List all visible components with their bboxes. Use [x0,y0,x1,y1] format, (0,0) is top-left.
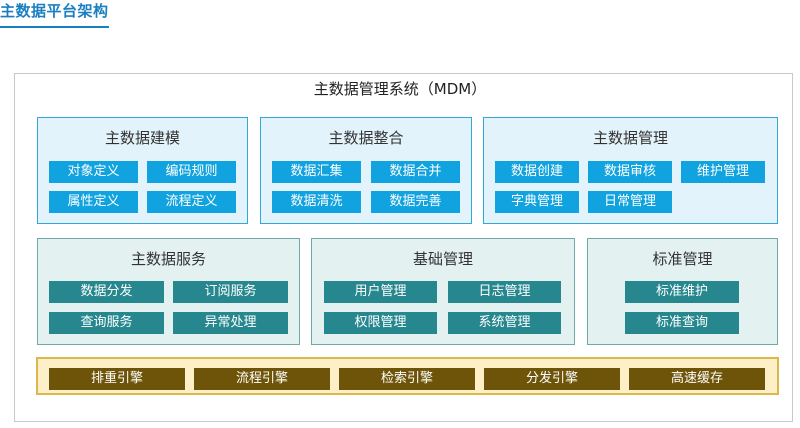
standard-query-box: 标准查询 [625,312,739,334]
data-completion-box: 数据完善 [371,191,460,213]
distribution-engine-box: 分发引擎 [484,368,620,390]
data-merge-box: 数据合并 [371,161,460,183]
group-title: 标准管理 [652,250,713,268]
page-title: 主数据平台架构 [0,0,109,28]
attribute-definition-box: 属性定义 [49,191,138,213]
query-service-box: 查询服务 [49,312,164,334]
log-management-box: 日志管理 [448,281,561,303]
standard-maintenance-box: 标准维护 [625,281,739,303]
data-review-box: 数据审核 [588,161,672,183]
data-cleansing-box: 数据清洗 [272,191,361,213]
data-creation-box: 数据创建 [495,161,579,183]
subscription-service-box: 订阅服务 [173,281,288,303]
user-management-box: 用户管理 [324,281,437,303]
process-definition-box: 流程定义 [147,191,236,213]
maintenance-management-box: 维护管理 [681,161,765,183]
group-title: 主数据管理 [592,129,668,147]
system-management-box: 系统管理 [448,312,561,334]
object-definition-box: 对象定义 [49,161,138,183]
exception-handling-box: 异常处理 [173,312,288,334]
group-title: 主数据建模 [104,129,180,147]
high-speed-cache-box: 高速缓存 [629,368,765,390]
search-engine-box: 检索引擎 [339,368,475,390]
data-collection-box: 数据汇集 [272,161,361,183]
group-title: 基础管理 [412,250,473,268]
coding-rules-box: 编码规则 [147,161,236,183]
dedup-engine-box: 排重引擎 [49,368,185,390]
group-title: 主数据服务 [130,250,206,268]
daily-management-box: 日常管理 [588,191,672,213]
workflow-engine-box: 流程引擎 [194,368,330,390]
dictionary-management-box: 字典管理 [495,191,579,213]
data-distribution-box: 数据分发 [49,281,164,303]
system-title: 主数据管理系统（MDM） [313,80,487,98]
permission-management-box: 权限管理 [324,312,437,334]
group-title: 主数据整合 [328,129,404,147]
